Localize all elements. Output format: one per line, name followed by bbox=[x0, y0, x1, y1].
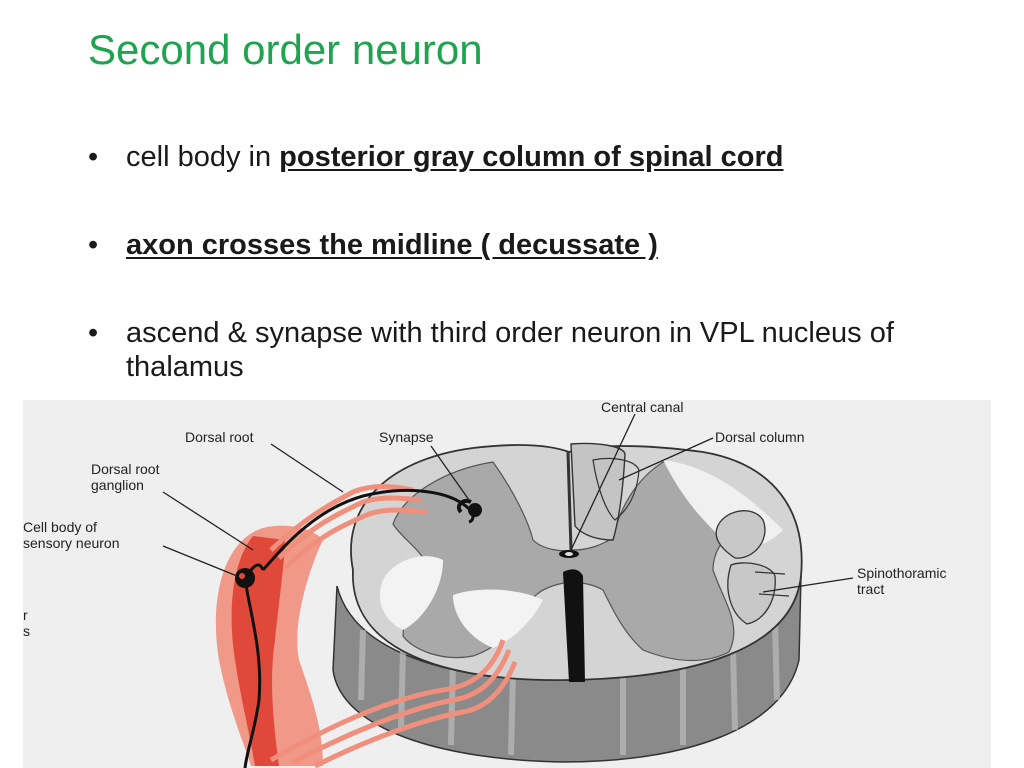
bullet-marker: • bbox=[88, 141, 99, 173]
sensory-axon bbox=[243, 577, 262, 768]
bullet-emphasis-text: posterior gray column of spinal cord bbox=[279, 141, 784, 173]
label-cell-body: Cell body of bbox=[23, 519, 97, 535]
white-matter-inner bbox=[453, 589, 543, 648]
spinothalamic-tract-region bbox=[754, 571, 790, 597]
label-dorsal-column: Dorsal column bbox=[715, 429, 804, 445]
bullet-text: axon crosses the midline ( decussate ) bbox=[126, 228, 946, 262]
label-dorsal-root: Dorsal root bbox=[185, 429, 254, 445]
spinothalamic-tract-region bbox=[727, 562, 776, 625]
dorsal-root-fibers bbox=[269, 484, 428, 570]
dorsal-column-region bbox=[592, 457, 640, 521]
spinothalamic-tract-region bbox=[715, 510, 766, 559]
sensory-cell-body-nucleus bbox=[239, 573, 245, 579]
posterior-median-septum bbox=[566, 451, 573, 551]
synapse bbox=[468, 503, 482, 517]
label-spinothalamic-tract: tract bbox=[857, 581, 884, 597]
cord-wall-stripes bbox=[358, 621, 780, 756]
sensory-cell-body bbox=[235, 568, 255, 588]
label-fragment: s bbox=[23, 623, 30, 639]
bullet-marker: • bbox=[88, 229, 99, 261]
label-spinothalamic-tract: Spinothoramic bbox=[857, 565, 947, 581]
label-dorsal-root-ganglion: Dorsal root bbox=[91, 461, 160, 477]
label-fragment: r bbox=[23, 607, 28, 623]
label-central-canal: Central canal bbox=[601, 400, 684, 415]
bullet-marker: • bbox=[88, 317, 99, 349]
anterior-median-fissure bbox=[563, 569, 585, 682]
bullet-emphasis-text: axon crosses the midline ( decussate ) bbox=[126, 229, 658, 261]
spinal-cord-diagram: Central canal Dorsal column Dorsal root … bbox=[23, 400, 991, 768]
label-cell-body: sensory neuron bbox=[23, 535, 120, 551]
bullet-text: ascend & synapse with third order neuron… bbox=[126, 317, 894, 383]
white-matter-inner bbox=[379, 556, 443, 630]
label-dorsal-root-ganglion: ganglion bbox=[91, 477, 144, 493]
synapse bbox=[456, 499, 472, 514]
central-canal bbox=[565, 552, 573, 556]
ventral-root-fibers bbox=[269, 639, 518, 768]
bullet-text: cell body in posterior gray column of sp… bbox=[126, 140, 946, 174]
bullet-plain-text: cell body in bbox=[126, 141, 280, 173]
slide-title: Second order neuron bbox=[88, 26, 483, 73]
label-synapse: Synapse bbox=[379, 429, 434, 445]
leader-lines bbox=[162, 413, 854, 593]
spinal-cord-illustration: Central canal Dorsal column Dorsal root … bbox=[23, 400, 947, 768]
